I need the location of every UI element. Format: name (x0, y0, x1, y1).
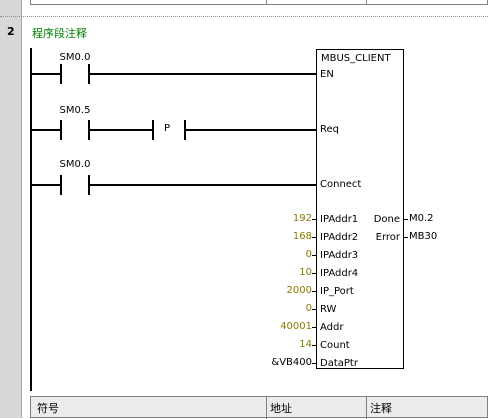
block-title: MBUS_CLIENT (321, 53, 391, 64)
contact-left[interactable] (60, 64, 62, 84)
pin-stub (312, 255, 316, 256)
network-comment[interactable]: 程序段注释 (32, 27, 87, 40)
pin-stub (404, 237, 408, 238)
contact-right[interactable] (88, 64, 90, 84)
operand-rw[interactable]: 0 (305, 303, 312, 314)
pin-stub (312, 309, 316, 310)
contact-left[interactable] (60, 120, 62, 140)
operand-addr[interactable]: 40001 (280, 321, 312, 332)
operand-ipaddr2[interactable]: 168 (292, 231, 312, 242)
operand-ipaddr1[interactable]: 192 (292, 213, 312, 224)
wire (32, 184, 62, 186)
pin-stub (404, 219, 408, 220)
header-symbol[interactable]: 符号 (37, 402, 59, 415)
header-comment[interactable]: 注释 (370, 402, 392, 415)
wire (90, 73, 316, 75)
operand-ipaddr4[interactable]: 10 (299, 267, 312, 278)
pin-stub (312, 363, 316, 364)
previous-table-edge (30, 0, 488, 5)
contact-label-sm0-5[interactable]: SM0.5 (59, 105, 91, 116)
column-divider[interactable] (266, 397, 267, 419)
symbol-table-header: 符号 地址 注释 (30, 396, 488, 419)
pin-done: Done (373, 214, 400, 225)
wire (90, 184, 316, 186)
operand-dataptr[interactable]: &VB400 (271, 357, 312, 368)
contact-label-sm0-0-connect[interactable]: SM0.0 (59, 159, 91, 170)
network-gutter (0, 0, 22, 418)
pin-rw: RW (320, 304, 337, 315)
contact-right[interactable] (88, 175, 90, 195)
pin-stub (312, 273, 316, 274)
operand-done[interactable]: M0.2 (409, 213, 434, 224)
header-address[interactable]: 地址 (270, 402, 292, 415)
column-divider[interactable] (366, 397, 367, 419)
pin-ipaddr1: IPAddr1 (320, 214, 359, 225)
network-separator (0, 16, 488, 19)
contact-right[interactable] (88, 120, 90, 140)
pin-stub (312, 219, 316, 220)
wire (32, 73, 62, 75)
operand-count[interactable]: 14 (299, 339, 312, 350)
pin-ipaddr4: IPAddr4 (320, 268, 359, 279)
operand-ip-port[interactable]: 2000 (286, 285, 312, 296)
pin-stub (312, 291, 316, 292)
mbus-client-block[interactable]: MBUS_CLIENT EN Req Connect IPAddr1 IPAdd… (316, 49, 404, 369)
pin-ip-port: IP_Port (320, 286, 354, 297)
pin-req: Req (320, 124, 339, 135)
contact-left[interactable] (60, 175, 62, 195)
edge-left[interactable] (152, 120, 154, 140)
edge-right[interactable] (184, 120, 186, 140)
pin-ipaddr3: IPAddr3 (320, 250, 359, 261)
pin-stub (312, 327, 316, 328)
network-number[interactable]: 2 (7, 25, 15, 38)
pin-error: Error (375, 232, 400, 243)
pin-count: Count (320, 340, 350, 351)
pin-en: EN (320, 69, 334, 80)
pin-connect: Connect (320, 179, 362, 190)
operand-error[interactable]: MB30 (409, 231, 438, 242)
contact-label-sm0-0-en[interactable]: SM0.0 (59, 52, 91, 63)
pin-dataptr: DataPtr (320, 358, 358, 369)
operand-ipaddr3[interactable]: 0 (305, 249, 312, 260)
pin-addr: Addr (320, 322, 344, 333)
positive-edge-label: P (164, 123, 171, 134)
wire (32, 129, 62, 131)
pin-stub (312, 345, 316, 346)
wire (186, 129, 316, 131)
power-rail (30, 48, 32, 391)
pin-ipaddr2: IPAddr2 (320, 232, 359, 243)
wire (90, 129, 152, 131)
pin-stub (312, 237, 316, 238)
